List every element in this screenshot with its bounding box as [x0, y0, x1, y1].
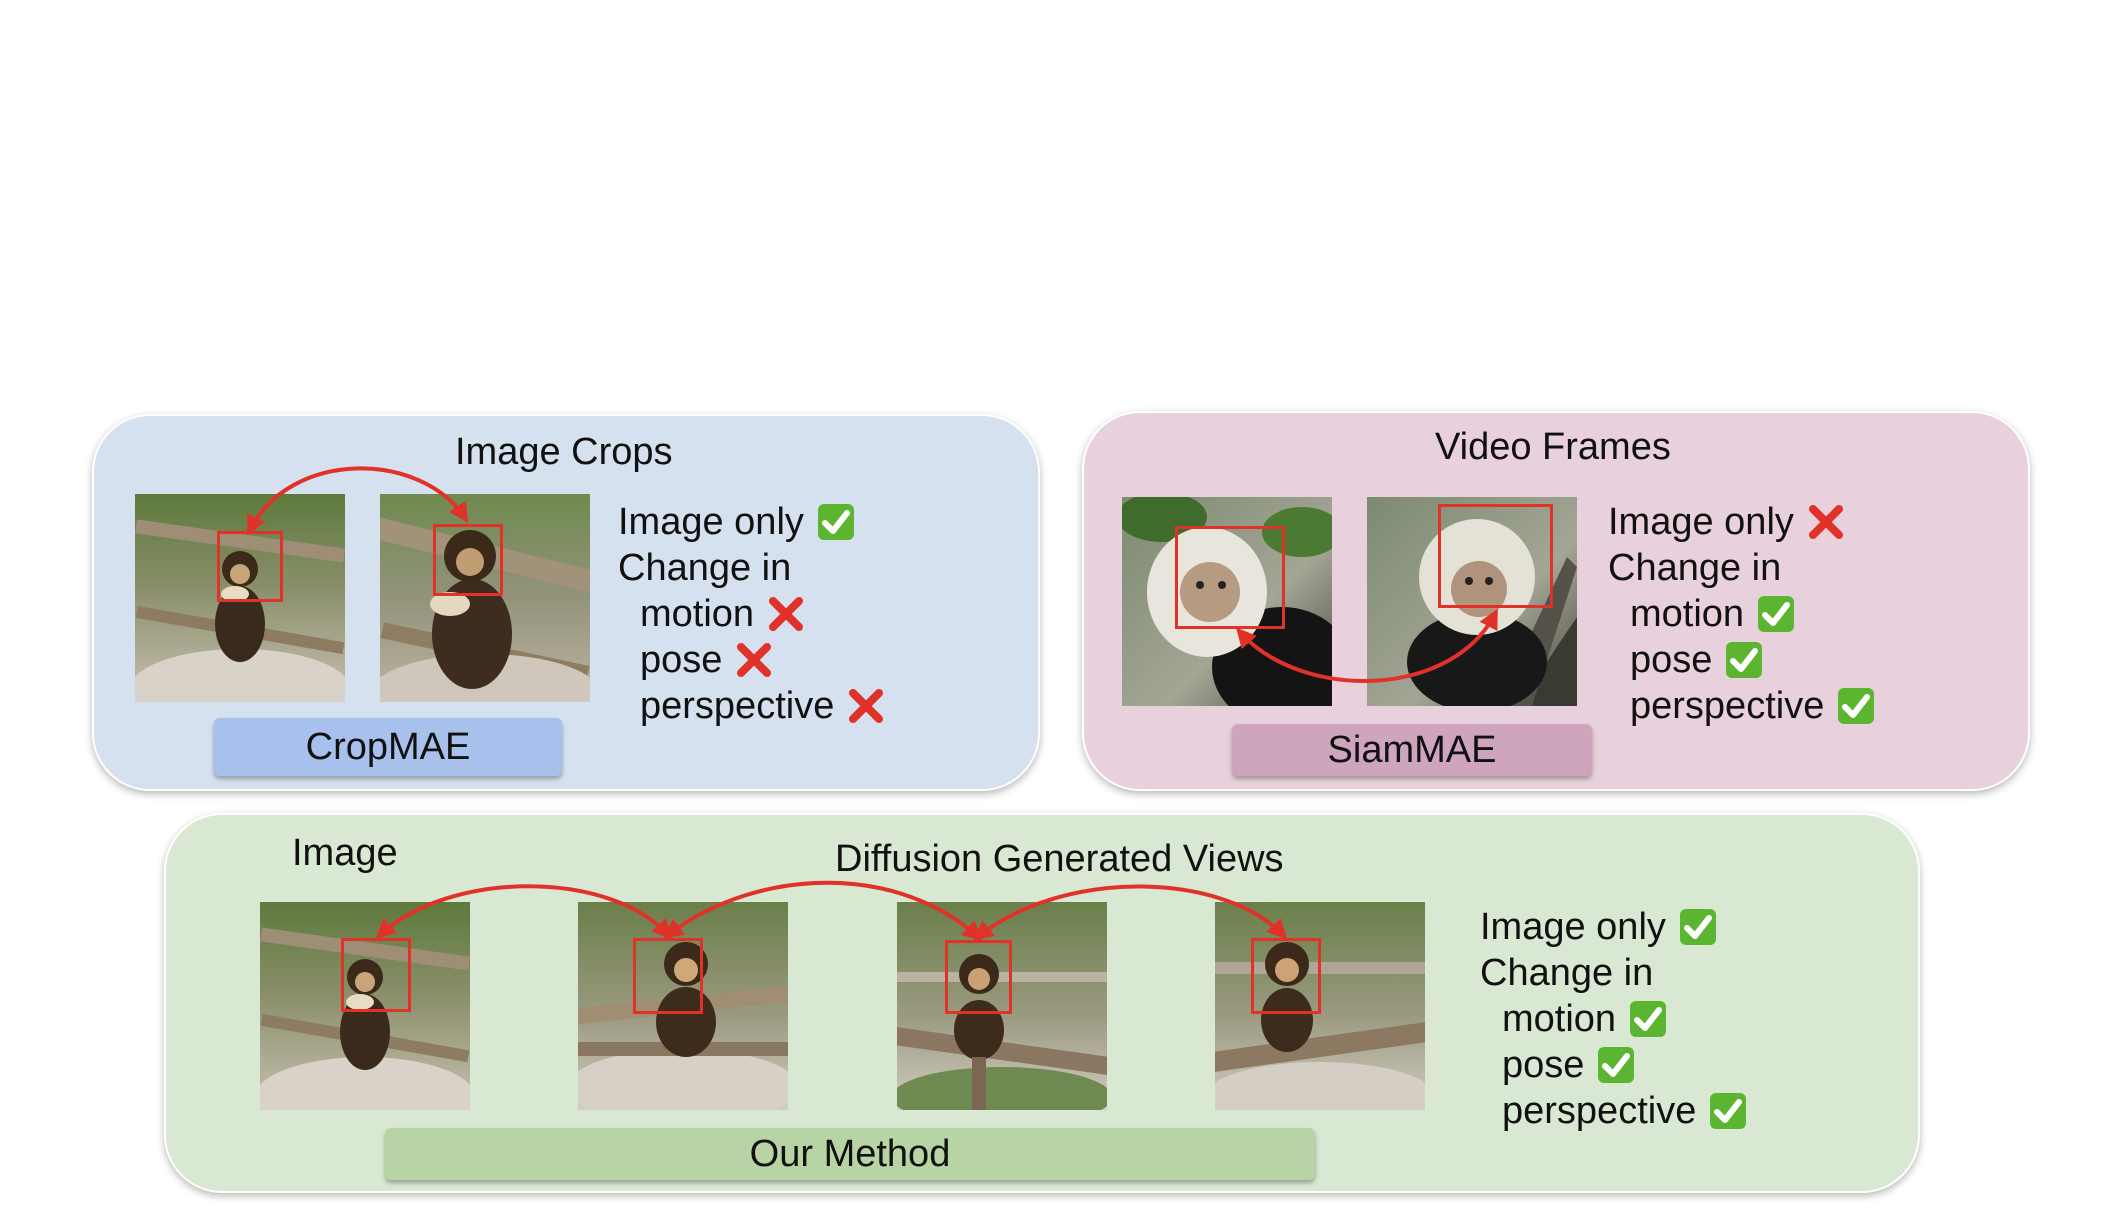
check-icon — [1596, 1045, 1636, 1085]
cross-icon — [1806, 502, 1846, 542]
check-icon — [1628, 999, 1668, 1039]
video-arrow — [1236, 608, 1498, 683]
cross-icon — [766, 594, 806, 634]
prop-motion: motion — [618, 591, 886, 637]
check-icon — [816, 502, 856, 542]
check-icon — [1708, 1091, 1748, 1131]
prop-perspective: perspective — [618, 683, 886, 729]
prop-pose: pose — [1480, 1042, 1748, 1088]
siammae-label: SiamMAE — [1232, 724, 1592, 776]
prop-image-only: Image only — [618, 499, 886, 545]
video-frames-title: Video Frames — [1435, 426, 1671, 468]
prop-pose: pose — [1608, 637, 1876, 683]
our-method-label: Our Method — [385, 1128, 1315, 1180]
check-icon — [1756, 594, 1796, 634]
source-box — [341, 938, 411, 1012]
video-box-1 — [1175, 526, 1285, 629]
video-properties: Image only Change in motion pose perspec… — [1608, 499, 1876, 729]
diffusion-views-title: Diffusion Generated Views — [835, 838, 1284, 880]
prop-perspective: perspective — [1608, 683, 1876, 729]
prop-motion: motion — [1480, 996, 1748, 1042]
cross-icon — [846, 686, 886, 726]
prop-image-only: Image only — [1608, 499, 1876, 545]
crops-properties: Image only Change in motion pose perspec… — [618, 499, 886, 729]
cross-icon — [734, 640, 774, 680]
image-title: Image — [292, 832, 398, 874]
prop-change-in: Change in — [618, 547, 792, 589]
video-box-2 — [1438, 504, 1553, 608]
check-icon — [1836, 686, 1876, 726]
ours-arrow-1 — [375, 884, 673, 940]
ours-arrow-2 — [663, 880, 983, 942]
check-icon — [1678, 907, 1718, 947]
video-frame-2 — [1367, 497, 1577, 706]
crop-arrow — [247, 466, 469, 536]
check-icon — [1724, 640, 1764, 680]
cropmae-label: CropMAE — [214, 718, 562, 776]
prop-motion: motion — [1608, 591, 1876, 637]
generated-box-2 — [945, 940, 1012, 1014]
image-crops-title: Image Crops — [455, 431, 673, 473]
prop-image-only: Image only — [1480, 904, 1748, 950]
prop-pose: pose — [618, 637, 886, 683]
prop-change-in: Change in — [1608, 547, 1782, 589]
prop-change-in: Change in — [1480, 952, 1654, 994]
ours-arrow-3 — [973, 884, 1288, 941]
prop-perspective: perspective — [1480, 1088, 1748, 1134]
ours-properties: Image only Change in motion pose perspec… — [1480, 904, 1748, 1134]
crop-photo-2 — [380, 494, 590, 702]
